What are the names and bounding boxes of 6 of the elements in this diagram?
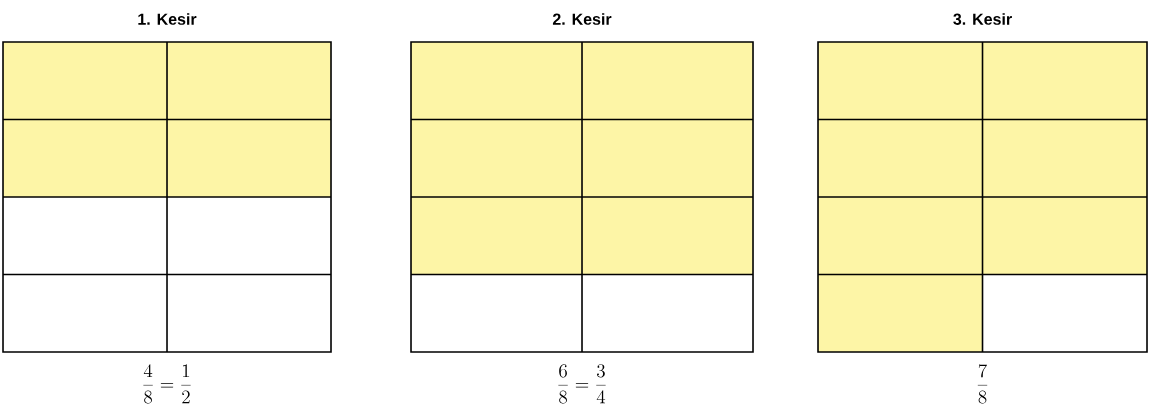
fraction-grid: 3. Kesir — [817, 13, 1148, 353]
node-label: 1. Kesir — [138, 13, 197, 25]
fraction-grid: 2. Kesir — [410, 13, 754, 353]
node-label: 3. Kesir — [953, 13, 1012, 25]
node-label: 2. Kesir — [552, 13, 612, 25]
fraction-grid: 1. Kesir — [2, 13, 332, 353]
